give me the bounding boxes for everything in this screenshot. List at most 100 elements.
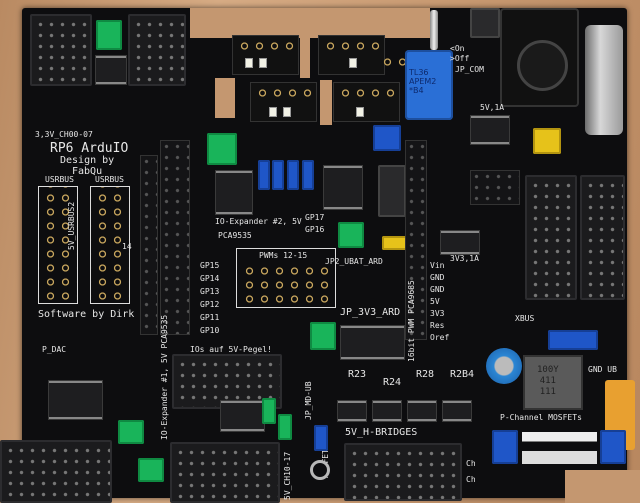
software-by: Software by Dirk xyxy=(38,309,135,320)
idc-connector xyxy=(525,175,577,300)
gp16-label: GP16 xyxy=(305,225,325,234)
designer: FabQu xyxy=(72,166,103,177)
jumper-blue[interactable] xyxy=(287,160,299,190)
ch10-17-label: 5V_CH10-17 xyxy=(283,451,292,500)
jumper-green[interactable] xyxy=(338,222,364,248)
p-channel-label: P-Channel MOSFETs xyxy=(500,413,582,422)
board-cutout xyxy=(300,38,310,78)
jumper-blue[interactable] xyxy=(258,160,270,190)
arduino-pin-label: GND xyxy=(430,285,445,294)
gp-label: GP14 xyxy=(200,274,220,283)
h-bridge-chip xyxy=(372,400,402,422)
pin-14-label: 14 xyxy=(122,242,132,251)
led-row xyxy=(522,432,597,464)
ch-label: Ch xyxy=(466,459,476,468)
arduino-pin-label: GND xyxy=(430,273,445,282)
jumper-blue[interactable] xyxy=(302,160,314,190)
arduino-header xyxy=(140,155,158,335)
toggle-switch[interactable]: TL36 APEM2 *B4 xyxy=(405,50,453,120)
p-dac-label: P_DAC xyxy=(42,345,67,354)
gp-label: GP11 xyxy=(200,313,220,322)
toggle-lever[interactable] xyxy=(430,10,438,50)
jumper-black[interactable] xyxy=(378,165,406,217)
arduino-pin-label: Oref xyxy=(430,333,450,342)
voltage-regulator xyxy=(470,115,510,145)
arduino-header xyxy=(160,140,190,335)
jumper-blue[interactable] xyxy=(314,425,328,451)
jumper-green[interactable] xyxy=(96,20,122,50)
ios-5v-label: IOs auf 5V-Pegel! xyxy=(190,345,272,354)
h-bridge-chip xyxy=(337,400,367,422)
label-ch00-07: 3,3V_CH00-07 xyxy=(35,130,93,139)
arduino-pin-label: 5V xyxy=(430,297,440,306)
idc-connector xyxy=(30,14,92,86)
switch-text: APEM2 xyxy=(409,77,437,86)
fuse-holder xyxy=(585,25,623,135)
switch-text: *B4 xyxy=(409,86,424,95)
resistor-label: R28 xyxy=(416,369,435,380)
idc-connector xyxy=(128,14,186,86)
pwm-chip xyxy=(340,325,405,360)
jumper-yellow[interactable] xyxy=(533,128,561,154)
dc-jack[interactable] xyxy=(500,8,579,107)
jumper-green[interactable] xyxy=(262,398,276,424)
led-module xyxy=(318,35,385,75)
jumper-green[interactable] xyxy=(310,322,336,350)
pwms-label: PWMs 12-15 xyxy=(259,251,308,260)
ic-chip xyxy=(48,380,103,420)
reg2-label: 3V3,1A xyxy=(450,254,479,263)
reg-label: 5V,1A xyxy=(480,103,505,112)
idc-connector xyxy=(580,175,625,300)
gp-label: GP12 xyxy=(200,300,220,309)
gnd-ub-label: GND UB xyxy=(588,365,617,374)
io-expander-chip xyxy=(220,400,265,432)
jp-md-ub-label: JP_MD-UB xyxy=(304,381,313,420)
pca9535-label: PCA9535 xyxy=(218,231,252,240)
capacitor xyxy=(486,348,522,384)
arduino-pin-label: Vin xyxy=(430,261,445,270)
jumper-blue[interactable] xyxy=(492,430,518,464)
jumper-blue[interactable] xyxy=(272,160,284,190)
io-expander-chip xyxy=(215,170,253,215)
arduino-header xyxy=(405,140,427,340)
gp-label: GP15 xyxy=(200,261,220,270)
xbus-header xyxy=(470,170,520,205)
jumper-blue[interactable] xyxy=(600,430,626,464)
xbus-label: XBUS xyxy=(515,314,535,323)
led-module xyxy=(333,82,400,122)
arduino-pin-label: 3V3 xyxy=(430,309,445,318)
inductor-text: 411 xyxy=(539,376,556,386)
jp-3v3-ard-label: JP_3V3_ARD xyxy=(340,307,401,318)
jumper-yellow[interactable] xyxy=(382,236,408,250)
board-cutout xyxy=(215,78,235,118)
design-by: Design by xyxy=(60,155,115,166)
idc-connector xyxy=(0,440,112,503)
ic-chip xyxy=(323,165,363,210)
h-bridge-chip xyxy=(407,400,437,422)
resistor-label: R2B4 xyxy=(450,369,475,380)
usrbus-header xyxy=(38,186,78,304)
led-module xyxy=(232,35,299,75)
usrbus-label: USRBUS xyxy=(45,175,74,184)
board-cutout xyxy=(565,470,640,503)
voltage-regulator xyxy=(440,230,480,255)
jumper-green[interactable] xyxy=(118,420,144,444)
jumper-black[interactable] xyxy=(470,8,500,38)
inductor-text: 100Y xyxy=(537,365,559,375)
off-label: >Off xyxy=(450,54,470,63)
on-label: <On xyxy=(450,44,465,53)
led-module xyxy=(250,82,317,122)
jumper-green[interactable] xyxy=(278,414,292,440)
jumper-blue[interactable] xyxy=(373,125,401,151)
usrbus2-label: 5V_USRBUS2 xyxy=(67,201,76,250)
resistor-label: R24 xyxy=(383,377,402,388)
io-exp1-label: IO-Expander #1, 5V PCA9535 xyxy=(160,314,169,440)
board-cutout xyxy=(190,8,430,38)
jumper-blue[interactable] xyxy=(548,330,598,350)
inductor-text: 111 xyxy=(539,387,556,397)
h-bridge-chip xyxy=(442,400,472,422)
jumper-green[interactable] xyxy=(138,458,164,482)
pca9685-label: 16bit PWM PCA9685 xyxy=(407,280,416,362)
switch-text: TL36 xyxy=(409,68,429,77)
jumper-green[interactable] xyxy=(207,133,237,165)
